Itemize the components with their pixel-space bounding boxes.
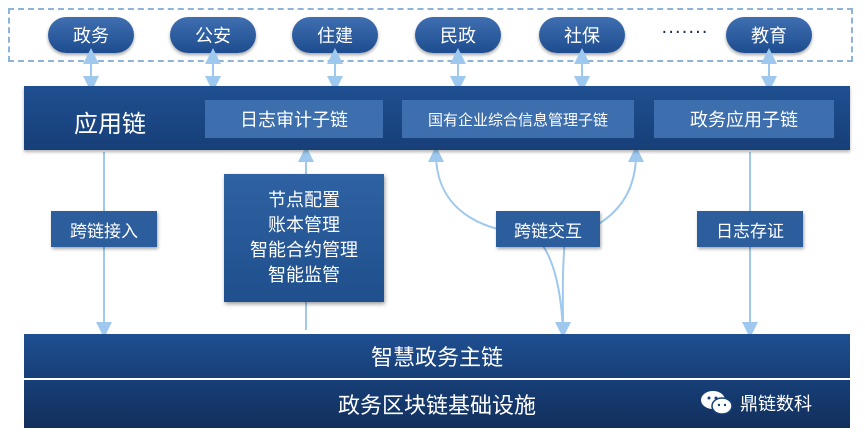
smart-gov-main-chain: 智慧政务主链	[24, 334, 850, 378]
pill-minzheng: 民政	[415, 17, 501, 53]
management-line-supervision: 智能监管	[268, 265, 340, 286]
pill-zhengwu: 政务	[48, 17, 134, 53]
application-chain-title: 应用链	[74, 110, 146, 138]
subchain-soe-info: 国有企业综合信息管理子链	[402, 100, 634, 138]
pill-gongan: 公安	[170, 17, 256, 53]
top-row-frame	[8, 8, 853, 62]
cross-chain-interaction-label: 跨链交互	[496, 211, 600, 247]
management-line-contract: 智能合约管理	[250, 240, 358, 261]
management-line-ledger: 账本管理	[268, 215, 340, 236]
cross-chain-access-label: 跨链接入	[51, 211, 157, 247]
more-ellipsis: ·······	[661, 22, 709, 43]
pill-shebao: 社保	[539, 17, 625, 53]
management-box: 节点配置 账本管理 智能合约管理 智能监管	[224, 174, 384, 302]
subchain-gov-app: 政务应用子链	[654, 100, 834, 138]
log-evidence-label: 日志存证	[697, 211, 803, 247]
management-line-node-config: 节点配置	[268, 190, 340, 211]
wechat-icon	[701, 391, 733, 415]
watermark: 鼎链数科	[700, 383, 812, 423]
watermark-text: 鼎链数科	[740, 394, 812, 415]
pill-zhujian: 住建	[292, 17, 378, 53]
pill-jiaoyu: 教育	[726, 17, 812, 53]
subchain-log-audit: 日志审计子链	[205, 100, 383, 138]
